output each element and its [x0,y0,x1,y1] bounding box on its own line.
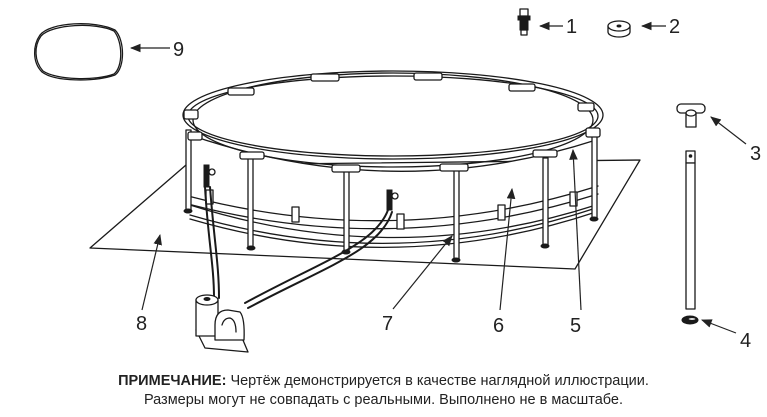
rail-joints [183,72,601,173]
note-label: ПРИМЕЧАНИЕ: [118,373,227,389]
pool-frame-icon [182,70,604,263]
svg-text:3: 3 [750,143,761,165]
callout-2: 2 [640,16,680,38]
t-joint-icon [676,103,706,128]
plug-valve-icon [517,8,531,36]
svg-text:5: 5 [570,315,581,337]
callout-6: 6 [493,187,516,337]
svg-text:9: 9 [173,39,184,61]
svg-text:7: 7 [382,313,393,335]
svg-text:4: 4 [740,330,751,352]
callout-5: 5 [569,148,582,337]
leg-cap-icon [681,315,699,325]
svg-text:8: 8 [136,313,147,335]
callout-7: 7 [382,235,453,335]
callout-8: 8 [136,233,162,335]
pool-cover-icon [33,23,124,81]
callout-9: 9 [129,39,184,61]
scale-disclaimer-note: ПРИМЕЧАНИЕ: Чертёж демонстрируется в кач… [0,372,767,410]
callout-1: 1 [538,16,577,38]
note-line-2: Размеры могут не совпадать с реальными. … [143,392,624,408]
callout-4: 4 [700,319,751,352]
note-line-1: ПРИМЕЧАНИЕ: Чертёж демонстрируется в кач… [0,372,767,391]
svg-text:2: 2 [669,16,680,38]
svg-text:6: 6 [493,315,504,337]
note-text-1: Чертёж демонстрируется в качестве нагляд… [226,373,649,389]
round-cap-icon [607,20,631,38]
filter-pump-icon [195,294,249,353]
hoses-icon [204,186,393,309]
leg-pole-icon [685,150,696,310]
callout-3: 3 [710,116,761,165]
svg-text:1: 1 [566,16,577,38]
